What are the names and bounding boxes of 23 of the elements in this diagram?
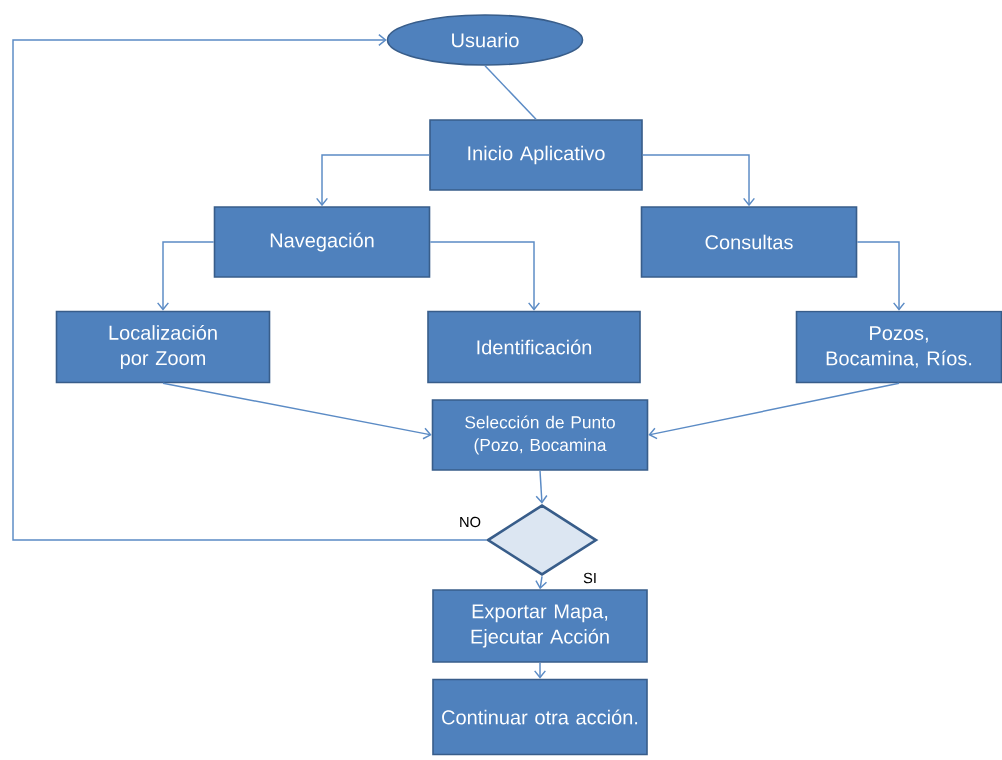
edge-label: NO <box>457 515 483 529</box>
connector <box>535 470 548 504</box>
connector <box>533 662 547 679</box>
process-box: Exportar Mapa, Ejecutar Acción <box>432 589 648 663</box>
process-box: Inicio Aplicativo <box>429 119 643 191</box>
connector <box>12 33 487 541</box>
process-box: Navegación <box>213 206 431 278</box>
connector <box>162 382 432 440</box>
connector <box>484 65 537 120</box>
process-box: Pozos, Bocamina, Ríos. <box>795 310 1002 384</box>
process-box: Continuar otra acción. <box>432 678 648 756</box>
process-box: Localización por Zoom <box>55 310 271 384</box>
process-box: Selección de Punto (Pozo, Bocamina <box>431 399 649 471</box>
connector <box>856 241 906 311</box>
connector <box>642 154 756 207</box>
edge-label: SI <box>581 571 599 585</box>
connector <box>648 382 900 440</box>
process-box: Consultas <box>640 206 858 278</box>
connector <box>535 575 548 590</box>
connector <box>156 241 215 311</box>
connector <box>315 154 430 207</box>
connector <box>429 241 541 311</box>
process-box: Identificación <box>427 310 641 384</box>
